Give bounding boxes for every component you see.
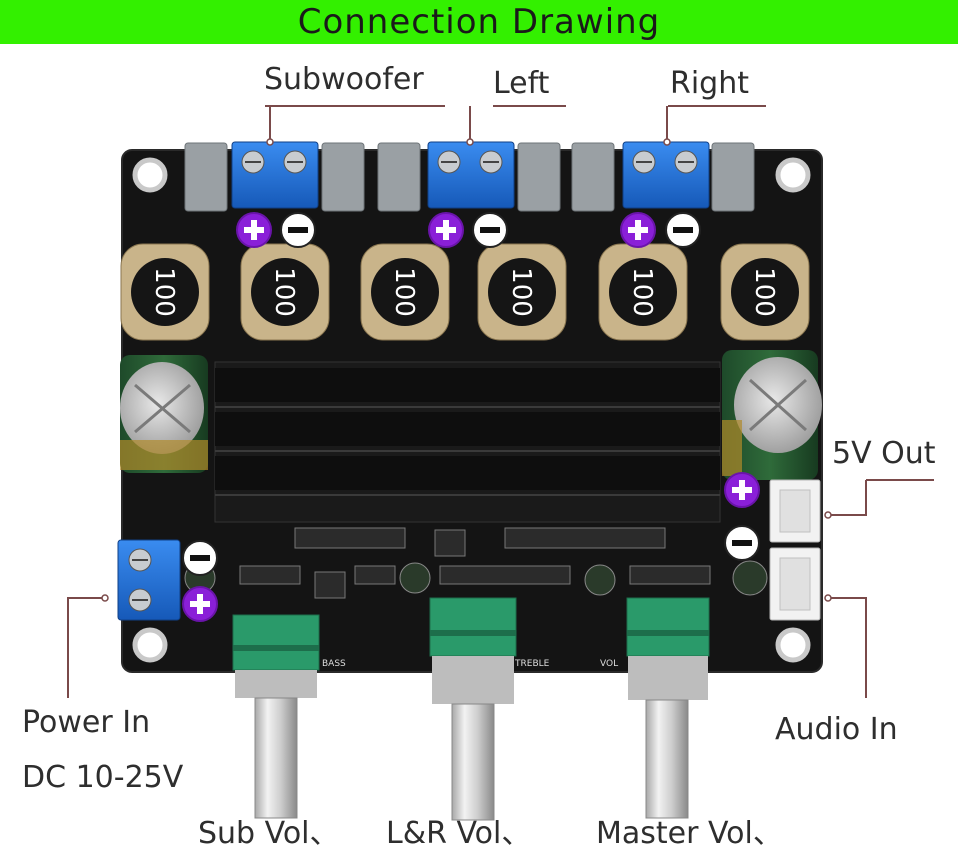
label-left: Left xyxy=(493,66,550,101)
inductor: 100 xyxy=(120,243,210,341)
silk-treble: TREBLE xyxy=(514,659,550,669)
leader-dot xyxy=(824,511,832,519)
inductor: 100 xyxy=(477,243,567,341)
electrolytic-capacitor-right xyxy=(722,350,822,480)
mounting-hole xyxy=(775,157,811,193)
potentiometer-sub[interactable] xyxy=(232,614,320,819)
silk-bass: BASS xyxy=(322,659,346,669)
inductor-marking: 100 xyxy=(749,267,779,317)
mounting-hole xyxy=(132,157,168,193)
mounting-hole xyxy=(132,627,168,663)
leader-dot xyxy=(266,138,274,146)
leader-dot xyxy=(663,138,671,146)
label-sub-vol: Sub Vol、 xyxy=(198,816,340,851)
inductor: 100 xyxy=(240,243,330,341)
label-power-in: Power In xyxy=(22,705,151,740)
leader-lines xyxy=(67,105,934,698)
inductor-marking: 100 xyxy=(149,267,179,317)
silk-vol: VOL xyxy=(600,659,618,669)
label-audio-in: Audio In xyxy=(775,712,898,747)
mounting-hole xyxy=(775,627,811,663)
minus-icon xyxy=(724,525,760,561)
leader-dot xyxy=(466,138,474,146)
minus-icon xyxy=(665,212,701,248)
film-capacitors xyxy=(184,142,755,212)
leader-5v-out xyxy=(828,479,934,516)
inductor: 100 xyxy=(598,243,688,341)
label-master-vol: Master Vol、 xyxy=(596,816,783,851)
heatsink xyxy=(214,361,721,523)
inductor-marking: 100 xyxy=(506,267,536,317)
label-subwoofer: Subwoofer xyxy=(264,62,424,97)
inductors: 100 100 100 100 100 100 xyxy=(120,243,810,341)
plus-icon xyxy=(428,212,464,248)
leader-power-in xyxy=(67,597,105,698)
label-5v-out: 5V Out xyxy=(832,436,936,471)
connector-5v-out xyxy=(769,479,821,543)
inductor-marking: 100 xyxy=(627,267,657,317)
electrolytic-capacitor-left xyxy=(120,355,208,473)
terminal-subwoofer xyxy=(231,141,319,209)
minus-icon xyxy=(472,212,508,248)
smd-components xyxy=(239,527,711,599)
minus-icon xyxy=(280,212,316,248)
header-banner: Connection Drawing xyxy=(0,0,958,44)
label-right: Right xyxy=(670,66,749,101)
connector-audio-in xyxy=(769,547,821,621)
potentiometer-master[interactable] xyxy=(626,597,710,819)
plus-icon xyxy=(620,212,656,248)
page-title: Connection Drawing xyxy=(297,2,661,42)
inductor-marking: 100 xyxy=(389,267,419,317)
terminal-power xyxy=(117,539,181,621)
terminal-left xyxy=(427,141,515,209)
leader-audio-in xyxy=(828,597,867,698)
plus-icon xyxy=(182,586,218,622)
inductor-marking: 100 xyxy=(269,267,299,317)
polarity-markers xyxy=(182,212,760,622)
leader-dot xyxy=(101,594,109,602)
plus-icon xyxy=(724,472,760,508)
potentiometer-lr[interactable] xyxy=(429,597,517,821)
inductor: 100 xyxy=(360,243,450,341)
plus-icon xyxy=(236,212,272,248)
inductor: 100 xyxy=(720,243,810,341)
terminal-right xyxy=(622,141,710,209)
leader-dot xyxy=(824,594,832,602)
label-lr-vol: L&R Vol、 xyxy=(386,816,532,851)
label-dc-range: DC 10-25V xyxy=(22,760,184,795)
minus-icon xyxy=(182,540,218,576)
